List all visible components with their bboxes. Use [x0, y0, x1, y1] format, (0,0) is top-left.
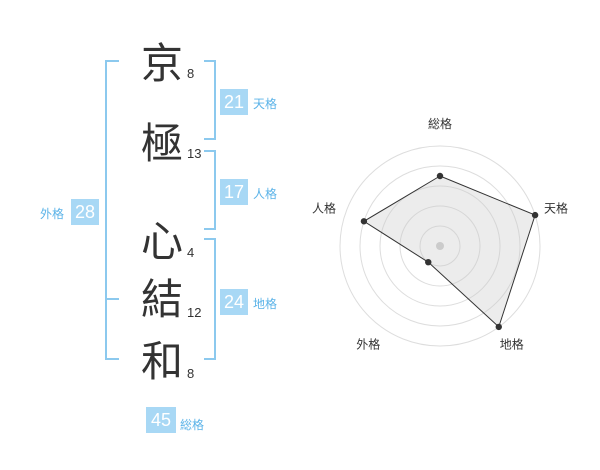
tenkaku-bracket-bottom [204, 138, 216, 140]
radar-polygon [362, 175, 536, 328]
radar-ring-4 [359, 165, 521, 327]
jinkaku-bracket-vertical [214, 150, 216, 230]
radar-point-2 [495, 323, 502, 331]
chikaku-bracket-top [204, 238, 216, 240]
radar-rings [339, 145, 541, 347]
chikaku-bracket-bottom [204, 358, 216, 360]
radar-axis-label-0: 総格 [428, 116, 452, 131]
gaikaku-bracket-top [105, 60, 119, 62]
name-char-3: 心 [140, 217, 183, 266]
gaikaku-bracket-mid [105, 298, 119, 300]
radar-axis-label-1: 天格 [544, 200, 568, 215]
jinkaku-bracket-top [204, 150, 216, 152]
stroke-count-2: 13 [187, 146, 202, 161]
soukaku-value: 45 [146, 407, 176, 433]
name-char-4: 結 [140, 275, 183, 324]
radar-points [360, 172, 539, 331]
radar-axis-label-4: 人格 [312, 200, 336, 215]
chikaku-bracket-vertical [214, 238, 216, 360]
name-char-5: 和 [140, 337, 183, 386]
tenkaku-bracket-top [204, 60, 216, 62]
chikaku-label: 地格 [253, 297, 278, 311]
stroke-count-5: 8 [187, 366, 195, 381]
name-char-2: 極 [140, 119, 183, 168]
radar-point-1 [531, 211, 539, 219]
tenkaku-value: 21 [220, 89, 248, 115]
soukaku-label: 総格 [180, 418, 205, 432]
radar-ring-3 [379, 185, 501, 307]
radar-axis-label-3: 外格 [356, 337, 380, 352]
name-char-1: 京 [140, 39, 183, 88]
radar-ring-1 [419, 225, 461, 267]
radar-ring-2 [399, 205, 481, 287]
stroke-count-4: 12 [187, 305, 202, 320]
radar-shape [362, 175, 536, 328]
stroke-count-1: 8 [187, 66, 195, 81]
radar-center [436, 242, 444, 250]
gaikaku-bracket-vertical [105, 60, 107, 360]
radar-point-3 [425, 258, 432, 266]
gaikaku-bracket-bottom [105, 358, 119, 360]
jinkaku-bracket-bottom [204, 228, 216, 230]
radar-point-0 [436, 172, 444, 180]
jinkaku-value: 17 [220, 179, 248, 205]
gaikaku-label: 外格 [40, 207, 65, 221]
jinkaku-label: 人格 [253, 187, 278, 201]
chikaku-value: 24 [220, 289, 248, 315]
radar-axis-label-2: 地格 [500, 337, 524, 352]
stroke-count-3: 4 [187, 245, 195, 260]
tenkaku-bracket-vertical [214, 60, 216, 140]
tenkaku-label: 天格 [253, 97, 278, 111]
gaikaku-value: 28 [71, 199, 99, 225]
radar-point-4 [360, 218, 368, 225]
